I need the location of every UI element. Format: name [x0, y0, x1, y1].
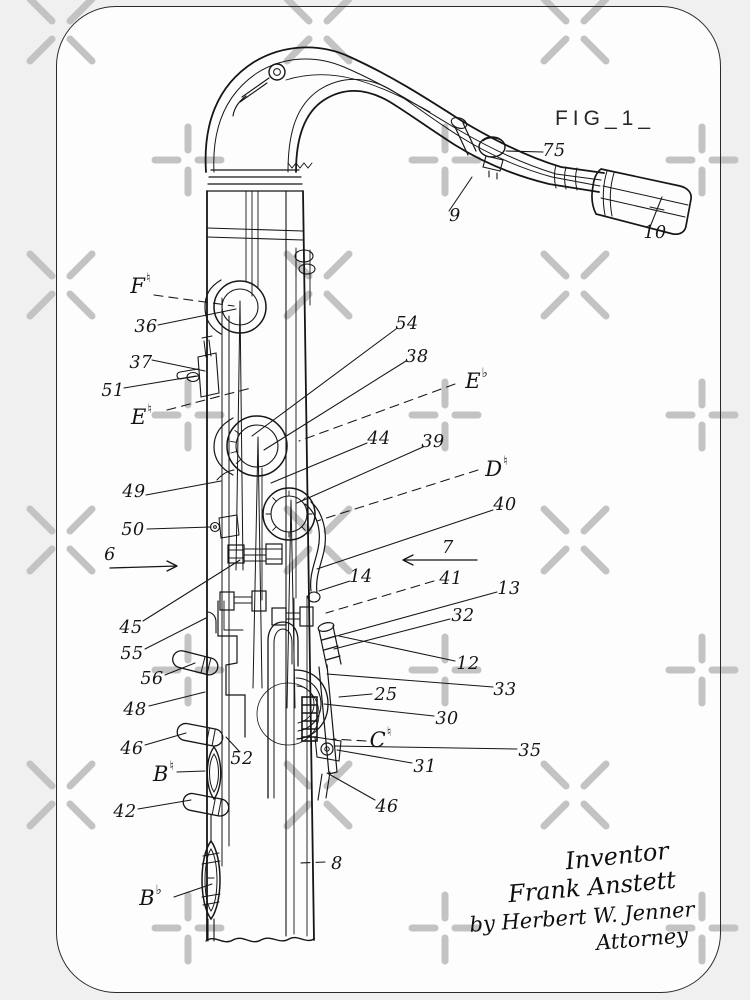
- clamps-and-posts: [219, 543, 314, 627]
- saxophone-neck: [204, 46, 605, 193]
- ref-label-33: 33: [493, 680, 517, 700]
- ref-label-31: 31: [413, 757, 437, 777]
- leader-lines: [123, 150, 663, 898]
- ref-label-13: 13: [497, 579, 521, 599]
- ref-label-12: 12: [456, 654, 480, 674]
- section-arrows: [109, 554, 478, 572]
- ref-label-25: 25: [374, 685, 398, 705]
- ref-label-40: 40: [493, 495, 517, 515]
- ref-label-38: 38: [405, 347, 429, 367]
- ref-label-46b: 46: [375, 797, 399, 817]
- ref-label-50: 50: [121, 520, 145, 540]
- ref-label-41: 41: [439, 569, 463, 589]
- ref-label-10: 10: [643, 223, 667, 243]
- ref-label-48: 48: [123, 700, 147, 720]
- ref-label-42: 42: [113, 802, 137, 822]
- ref-label-45: 45: [119, 618, 143, 638]
- side-keys: [172, 650, 230, 942]
- section-arrow-6-right-icon: [109, 560, 178, 572]
- ref-label-35: 35: [518, 741, 542, 761]
- ref-label-44: 44: [367, 429, 391, 449]
- ref-label-55: 55: [120, 644, 144, 664]
- key-label-e-natural: E♮: [131, 402, 152, 429]
- tone-hole-keys: [176, 279, 326, 709]
- ref-label-52: 52: [230, 749, 254, 769]
- figure-title: FIG_1_: [554, 107, 656, 130]
- ref-label-49: 49: [122, 482, 146, 502]
- key-label-b-flat: B♭: [139, 883, 162, 910]
- ref-label-75: 75: [542, 141, 566, 161]
- ref-label-56: 56: [140, 669, 164, 689]
- ref-label-36: 36: [134, 317, 158, 337]
- ref-label-46a: 46: [120, 739, 144, 759]
- ref-label-39: 39: [421, 432, 445, 452]
- key-label-d-natural: D♮: [485, 454, 508, 481]
- ref-label-8: 8: [331, 854, 343, 874]
- mouthpiece: [591, 168, 692, 236]
- key-label-f-natural: F♮: [130, 271, 151, 298]
- lower-mechanism: [206, 600, 342, 801]
- section-arrow-7-left-icon: [402, 554, 478, 566]
- ref-label-9: 9: [449, 206, 461, 226]
- ref-label-7: 7: [442, 538, 454, 558]
- ref-label-37: 37: [129, 353, 153, 373]
- ref-label-51: 51: [101, 381, 125, 401]
- body-tube: [205, 162, 316, 943]
- key-label-c-natural: C♮: [369, 725, 392, 752]
- ref-label-30: 30: [435, 709, 459, 729]
- ref-label-14: 14: [349, 567, 373, 587]
- ref-label-54: 54: [395, 314, 419, 334]
- key-label-b-natural: B♮: [152, 759, 175, 786]
- key-label-e-flat: E♭: [465, 366, 488, 393]
- ref-label-32: 32: [451, 606, 475, 626]
- ref-label-6: 6: [104, 545, 116, 565]
